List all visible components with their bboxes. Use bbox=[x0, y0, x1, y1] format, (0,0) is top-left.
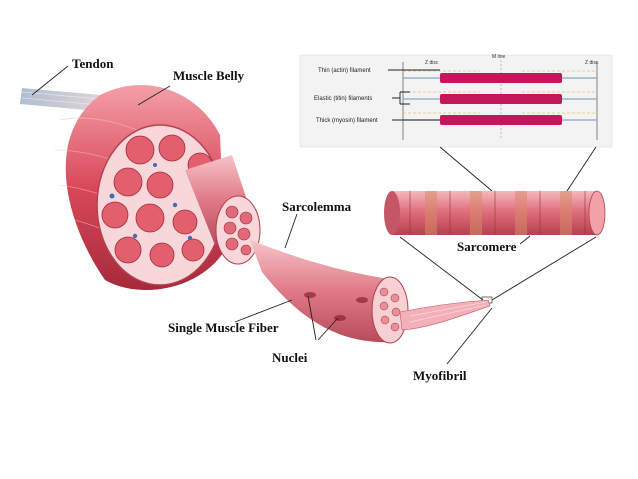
filament-inset: Thin (actin) filament Elastic (titin) fi… bbox=[299, 54, 613, 148]
filament-row-2 bbox=[403, 91, 597, 104]
single-fiber-leader bbox=[234, 299, 293, 323]
sarcomere-connector-right bbox=[491, 236, 597, 301]
z-disc-right-label: Z disc bbox=[585, 60, 599, 66]
single-muscle-fiber-label: Single Muscle Fiber bbox=[168, 320, 279, 335]
tendon-leader bbox=[31, 65, 69, 96]
nuclei-leader-2 bbox=[317, 317, 339, 341]
myofibril-leader bbox=[446, 307, 493, 365]
z-disc-left-label: Z disc bbox=[425, 60, 439, 66]
inset-connector-left bbox=[439, 146, 493, 192]
myofibril-shape bbox=[399, 299, 491, 331]
filament-row-1 bbox=[403, 70, 597, 83]
thick-filament-label: Thick (myosin) filament bbox=[316, 118, 378, 124]
elastic-filaments-label: Elastic (titin) filaments bbox=[314, 96, 372, 102]
fascicle-cross-section bbox=[215, 195, 261, 265]
fascicles bbox=[101, 134, 213, 268]
sarcomere-leader bbox=[519, 235, 531, 245]
inset-connector-right bbox=[566, 146, 597, 192]
thin-filament-label: Thin (actin) filament bbox=[318, 68, 371, 74]
nuclei-shapes bbox=[304, 292, 368, 321]
single-muscle-fiber bbox=[250, 240, 491, 344]
sarcomere-cylinder bbox=[384, 190, 606, 236]
sarcomere-label: Sarcomere bbox=[457, 239, 517, 254]
muscle-belly bbox=[20, 84, 261, 291]
tendon-label: Tendon bbox=[72, 56, 114, 71]
sarcolemma-label: Sarcolemma bbox=[282, 199, 352, 214]
muscle-belly-leader bbox=[137, 85, 171, 106]
muscle-belly-label: Muscle Belly bbox=[173, 68, 245, 83]
sarcolemma-leader bbox=[284, 213, 298, 249]
m-line-label: M line bbox=[492, 54, 506, 60]
blood-vessels bbox=[109, 163, 193, 241]
nuclei-leader-1 bbox=[307, 295, 317, 341]
myofibril-label: Myofibril bbox=[413, 368, 467, 383]
nuclei-label: Nuclei bbox=[272, 350, 308, 365]
sarcomere-connector-left bbox=[399, 236, 484, 301]
